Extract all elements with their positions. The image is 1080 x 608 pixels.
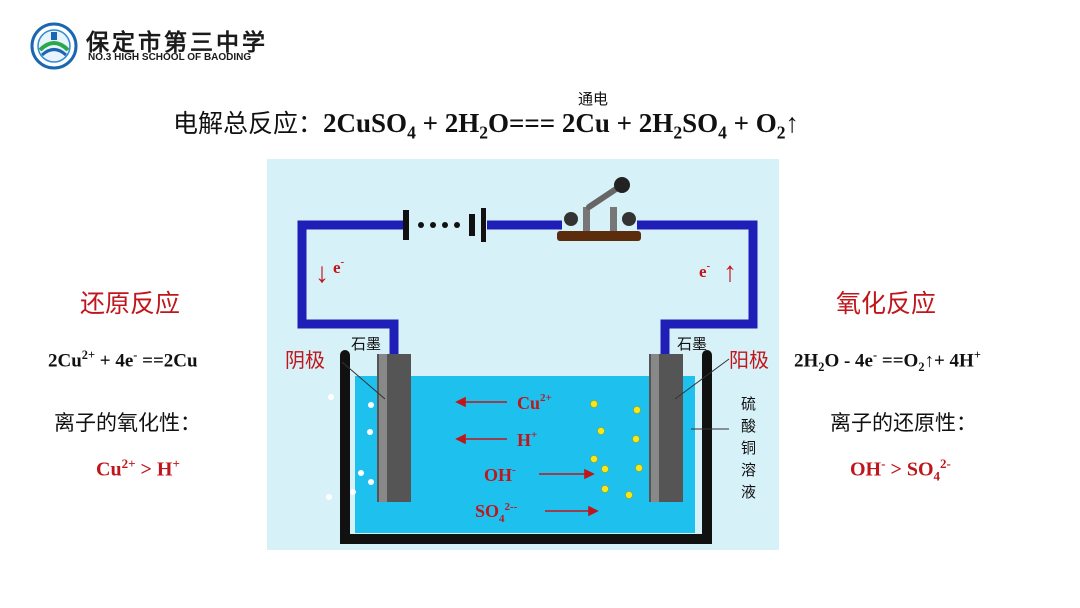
switch-icon: [557, 177, 641, 241]
eq-part: + 4e: [95, 350, 134, 372]
copper-sulfate-solution: [355, 376, 695, 533]
ion-text: SO: [475, 501, 499, 521]
eq-part: + 2H: [415, 108, 480, 138]
eq-sub: 2: [918, 360, 925, 375]
ion-migration-arrows: [455, 396, 599, 517]
anode-equation: 2H2O - 4e- ==O2↑+ 4H+: [794, 348, 981, 375]
eq-sub: 4: [933, 468, 941, 484]
eq-part: ↑+ 4H: [924, 350, 974, 372]
ion-text: Cu: [517, 393, 540, 413]
school-name-cn: 保定市第三中学: [86, 30, 268, 56]
eq-part: 2Cu + 2H: [555, 108, 674, 138]
eq-sub: 2: [673, 122, 683, 143]
school-name-en: NO.3 HIGH SCHOOL OF BAODING: [88, 52, 252, 63]
electron-sup: -: [707, 260, 711, 272]
right-electrode-material: 石墨: [677, 335, 707, 353]
anode-label: 阳极: [729, 348, 769, 372]
eq-sub: 2: [776, 122, 786, 143]
cathode-equation: 2Cu2+ + 4e- ==2Cu: [48, 348, 198, 372]
battery-icon: [403, 208, 486, 242]
oxidation-title: 氧化反应: [836, 289, 937, 318]
eq-sub: 2: [818, 360, 825, 375]
eq-part: Cu: [96, 458, 122, 481]
cathode-label: 阴极: [285, 348, 325, 372]
electron-label-right: e-: [699, 260, 711, 281]
eq-sup: 2+: [121, 456, 136, 471]
eq-part: > H: [135, 458, 173, 481]
ion-cu2plus: Cu2+: [517, 392, 552, 413]
eq-arrow: ===: [509, 108, 556, 138]
overall-label: 电解总反应：: [173, 109, 324, 138]
ion-hplus: H+: [517, 429, 537, 450]
eq-part: ==2Cu: [137, 350, 198, 372]
electrode-highlight: [651, 354, 659, 502]
electrolysis-diagram: ↓ e- e- ↑ 石墨 石墨 阴极 阳极: [267, 159, 779, 550]
ion-sub: 4: [499, 513, 505, 525]
oxidizing-order: Cu2+ > H+: [96, 456, 180, 482]
electrode-highlight: [379, 354, 387, 502]
eq-part: OH: [850, 458, 882, 481]
ion-sup: 2+: [540, 392, 552, 404]
solution-char: 酸: [741, 417, 756, 435]
electron-sup: -: [341, 256, 345, 268]
reducing-label: 离子的还原性：: [830, 411, 977, 435]
eq-part: 2Cu: [48, 350, 82, 372]
ion-sup: 2--: [505, 501, 518, 513]
electrolysis-condition: 通电: [578, 90, 609, 108]
eq-part: O - 4e: [824, 350, 873, 372]
solution-char: 铜: [741, 439, 756, 457]
ion-text: H: [517, 430, 531, 450]
eq-part: O: [487, 108, 509, 138]
overall-equation: 电解总反应：2CuSO4 + 2H2O=== 2Cu + 2H2SO4 + O2…: [173, 104, 799, 143]
reducing-order: OH- > SO42-: [850, 456, 951, 485]
anode-pointer: [674, 358, 730, 400]
electron-arrow-left: ↓: [315, 258, 329, 289]
eq-sub: 2: [479, 122, 488, 143]
electron-label-left: e-: [333, 256, 345, 277]
electron-arrow-right: ↑: [723, 257, 737, 288]
eq-part: 2H: [794, 350, 819, 372]
eq-sup: -: [881, 456, 886, 471]
ion-sup: -: [512, 464, 516, 476]
school-logo-icon: [30, 22, 78, 70]
circuit-wire: [297, 220, 758, 374]
solution-char: 液: [741, 483, 756, 501]
eq-sup: -: [873, 348, 878, 362]
electron-text: e: [699, 262, 707, 281]
gas-arrow: ↑: [785, 108, 800, 138]
solution-char: 溶: [741, 461, 756, 479]
oxidizing-label: 离子的氧化性：: [54, 411, 201, 435]
eq-sup: +: [973, 348, 981, 362]
eq-sup: 2-: [940, 456, 951, 471]
solution-label: 硫 酸 铜 溶 液: [741, 395, 756, 501]
eq-part: 2CuSO: [323, 108, 408, 138]
ion-so4: SO42--: [475, 501, 518, 525]
eq-part: SO: [682, 108, 719, 138]
eq-part: > SO: [885, 458, 934, 481]
left-electrode-material: 石墨: [351, 335, 381, 353]
eq-sup: -: [133, 348, 138, 362]
solution-char: 硫: [741, 395, 756, 413]
ion-ohminus: OH-: [484, 464, 516, 485]
gas-bubbles-anode: [590, 400, 643, 499]
eq-sup: +: [172, 456, 180, 471]
ion-sup: +: [531, 429, 537, 441]
cathode-pointer: [341, 361, 386, 400]
electron-text: e: [333, 258, 341, 277]
gas-bubbles-cathode: [326, 394, 374, 500]
ion-text: OH: [484, 465, 512, 485]
electrolytic-cell: [340, 350, 712, 544]
reduction-title: 还原反应: [80, 289, 181, 318]
eq-sub: 4: [718, 122, 727, 143]
eq-part: ==O: [877, 350, 919, 372]
eq-sub: 4: [407, 122, 416, 143]
eq-part: + O: [726, 108, 777, 138]
eq-sup: 2+: [81, 348, 96, 362]
